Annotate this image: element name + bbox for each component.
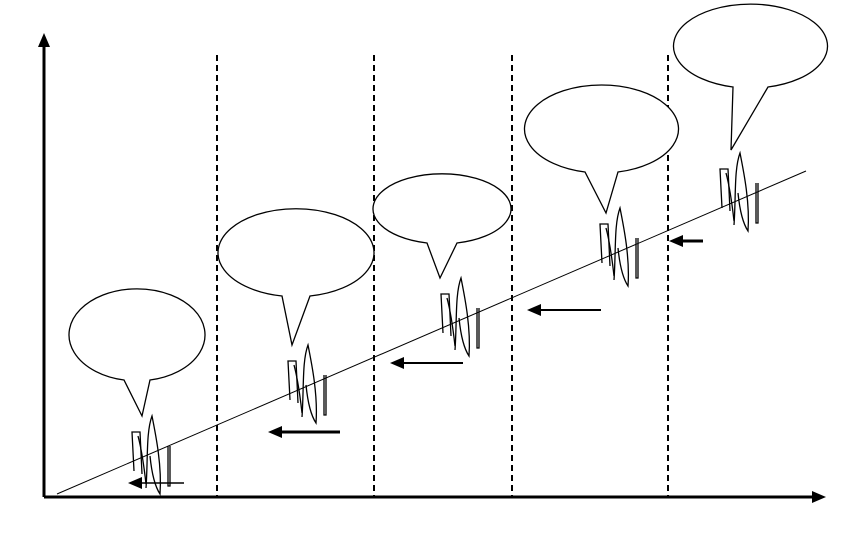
speech-bubble-3: [372, 173, 512, 280]
arrow-5-head: [669, 235, 683, 247]
figure-sketch-3: [440, 275, 480, 358]
speech-bubble-5: [672, 3, 829, 151]
speech-bubble-2: [217, 208, 375, 348]
speech-bubble-1: [68, 288, 206, 418]
figure-sketch-5: [719, 150, 759, 233]
speech-bubble-4: [523, 84, 680, 215]
arrow-2-head: [268, 426, 282, 438]
arrow-3-head: [390, 357, 404, 369]
arrow-1-head: [128, 477, 142, 489]
x-axis-arrowhead: [812, 491, 826, 503]
stage-arrows: [128, 235, 703, 489]
y-axis-arrowhead: [38, 33, 50, 47]
figure-sketch-4: [599, 205, 639, 288]
progression-line: [56, 170, 807, 495]
figure-sketch-2: [287, 342, 327, 425]
speech-bubbles: [68, 3, 829, 418]
axes: [38, 33, 826, 503]
figure-sketch-1: [131, 413, 171, 496]
figure-sketches: [131, 150, 759, 496]
arrow-4-head: [527, 304, 541, 316]
